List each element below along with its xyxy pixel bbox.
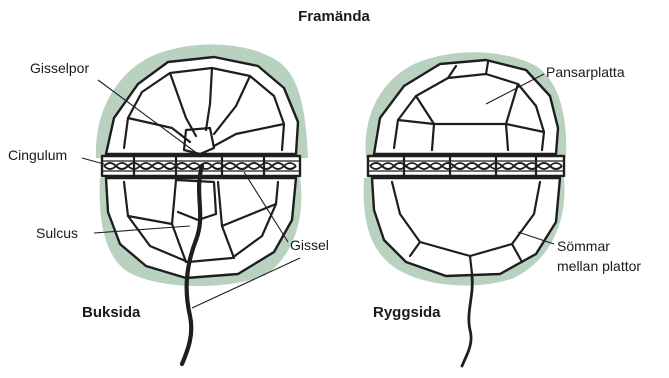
- label-cingulum-text: Cingulum: [8, 147, 67, 163]
- label-sulcus-text: Sulcus: [36, 225, 78, 241]
- ventral-view-caption: Buksida: [82, 304, 141, 321]
- diagram-title: Framända: [298, 8, 370, 25]
- dorsal-longitudinal-flagellum: [462, 276, 472, 366]
- label-armor-plate-text: Pansarplatta: [546, 64, 625, 80]
- label-sutures-line2: mellan plattor: [557, 258, 641, 274]
- dorsal-view-caption: Ryggsida: [373, 304, 441, 321]
- label-sutures-line1: Sömmar: [557, 238, 610, 254]
- label-flagellum-text: Gissel: [290, 237, 329, 253]
- pointer-cingulum: [82, 158, 104, 164]
- label-flagellar-pore-text: Gisselpor: [30, 60, 89, 76]
- dorsal-cingulum: [368, 156, 564, 176]
- label-cingulum: Cingulum: [8, 147, 104, 164]
